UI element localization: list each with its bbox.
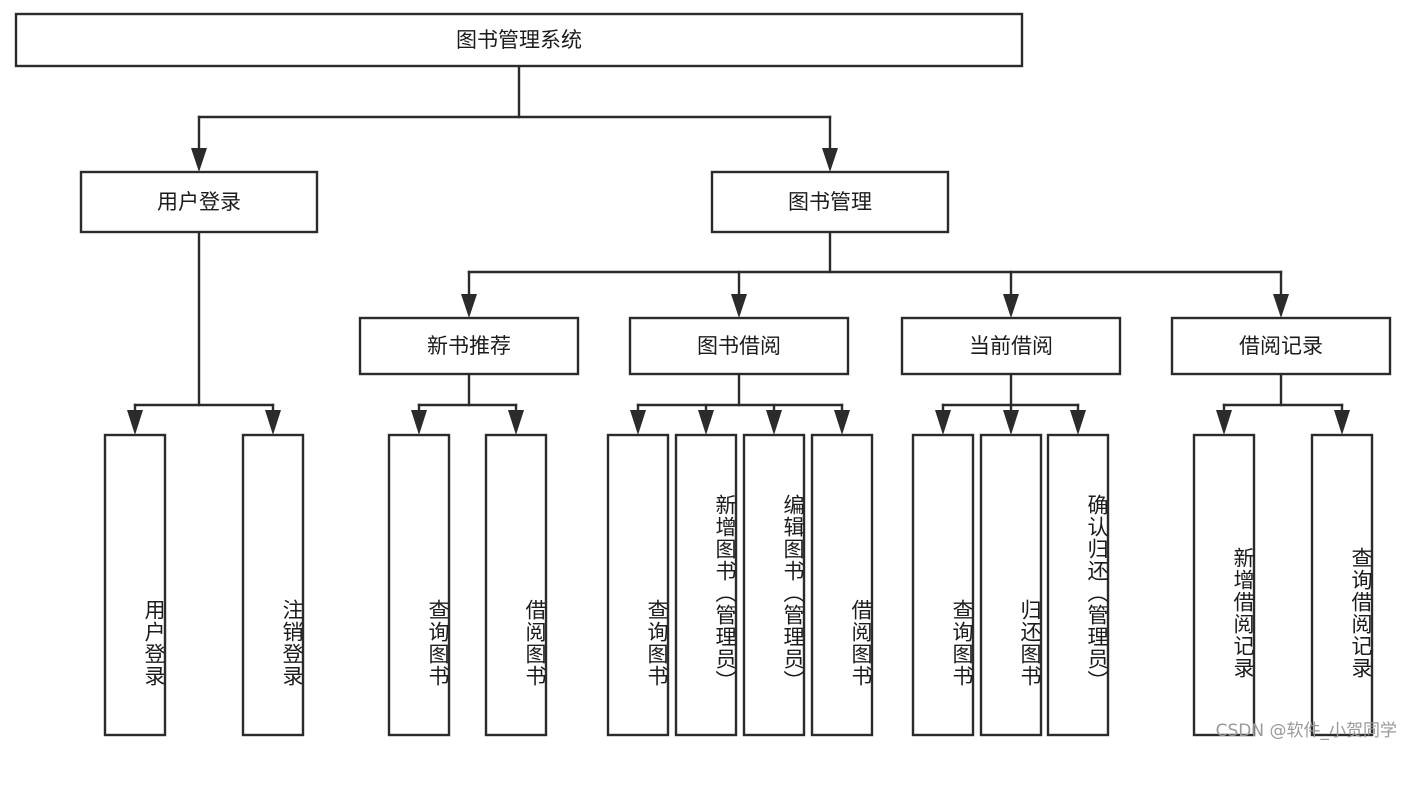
arrow-head-user-login-do	[127, 410, 143, 435]
node-label-borrow-records: 借阅记录	[1239, 334, 1323, 358]
arrow-head-cb-return-book	[1003, 410, 1019, 435]
arrow-head-br-query-record	[1334, 410, 1350, 435]
node-box-current-borrow[interactable]	[900, 316, 1122, 376]
arrow-head-bb-query-book	[630, 410, 646, 435]
node-labels-horizontal: 图书管理系统 用户登录 图书管理 新书推荐 图书借阅 当前借阅 借阅记录	[157, 28, 1323, 358]
node-box-bb-borrow-book[interactable]	[810, 433, 874, 737]
node-box-root[interactable]	[14, 12, 1024, 68]
node-boxes	[14, 12, 1392, 737]
node-box-cb-return-book[interactable]	[979, 433, 1043, 737]
arrow-head-nbr-borrow-book	[508, 410, 524, 435]
node-box-bb-query-book[interactable]	[606, 433, 670, 737]
node-box-cb-query-book[interactable]	[911, 433, 975, 737]
arrow-head-new-book-rec	[461, 294, 477, 318]
edge-group-book-admin-children	[461, 230, 1289, 318]
node-box-book-borrow[interactable]	[628, 316, 850, 376]
arrow-head-user-logout	[265, 410, 281, 435]
edge-group-new-book-rec-children	[411, 372, 524, 435]
node-box-br-query-record[interactable]	[1310, 433, 1374, 737]
node-box-cb-confirm-return[interactable]	[1046, 433, 1110, 737]
edge-group-root-to-level2	[191, 64, 838, 172]
node-box-nbr-borrow-book[interactable]	[484, 433, 548, 737]
edge-group-current-borrow-children	[935, 372, 1086, 435]
arrow-head-borrow-records	[1273, 294, 1289, 318]
arrow-head-bb-borrow-book	[834, 410, 850, 435]
flowchart-canvas: 图书管理系统 用户登录 图书管理 新书推荐 图书借阅 当前借阅 借阅记录 用户登…	[14, 12, 1397, 741]
node-box-br-add-record[interactable]	[1192, 433, 1256, 737]
node-label-book-admin: 图书管理	[788, 190, 872, 214]
node-label-current-borrow: 当前借阅	[969, 334, 1053, 358]
node-label-new-book-rec: 新书推荐	[427, 334, 511, 358]
node-box-user-logout[interactable]	[241, 433, 305, 737]
node-box-borrow-records[interactable]	[1170, 316, 1392, 376]
edge-group-borrow-records-children	[1216, 372, 1350, 435]
node-label-book-borrow: 图书借阅	[697, 334, 781, 358]
node-box-bb-edit-book[interactable]	[742, 433, 806, 737]
node-box-user-login-do[interactable]	[103, 433, 167, 737]
arrow-head-book-borrow	[731, 294, 747, 318]
node-box-user-login[interactable]	[79, 170, 319, 234]
node-label-user-login: 用户登录	[157, 190, 241, 214]
arrow-head-current-borrow	[1003, 294, 1019, 318]
edge-group-user-login-children	[127, 230, 281, 435]
node-box-new-book-rec[interactable]	[358, 316, 580, 376]
arrow-head-nbr-query-book	[411, 410, 427, 435]
node-box-bb-add-book[interactable]	[674, 433, 738, 737]
arrow-head-book-admin	[822, 148, 838, 172]
arrow-head-cb-confirm-return	[1070, 410, 1086, 435]
arrow-head-user-login	[191, 148, 207, 172]
arrow-head-bb-add-book	[698, 410, 714, 435]
arrow-head-br-add-record	[1216, 410, 1232, 435]
node-label-root: 图书管理系统	[456, 28, 582, 52]
edge-group-book-borrow-children	[630, 372, 850, 435]
csdn-watermark: CSDN @软件_小贺同学	[1215, 721, 1397, 741]
node-box-book-admin[interactable]	[710, 170, 950, 234]
arrow-head-bb-edit-book	[766, 410, 782, 435]
flowchart-svg: 图书管理系统 用户登录 图书管理 新书推荐 图书借阅 当前借阅 借阅记录	[14, 12, 1392, 737]
node-box-nbr-query-book[interactable]	[387, 433, 451, 737]
arrow-head-cb-query-book	[935, 410, 951, 435]
